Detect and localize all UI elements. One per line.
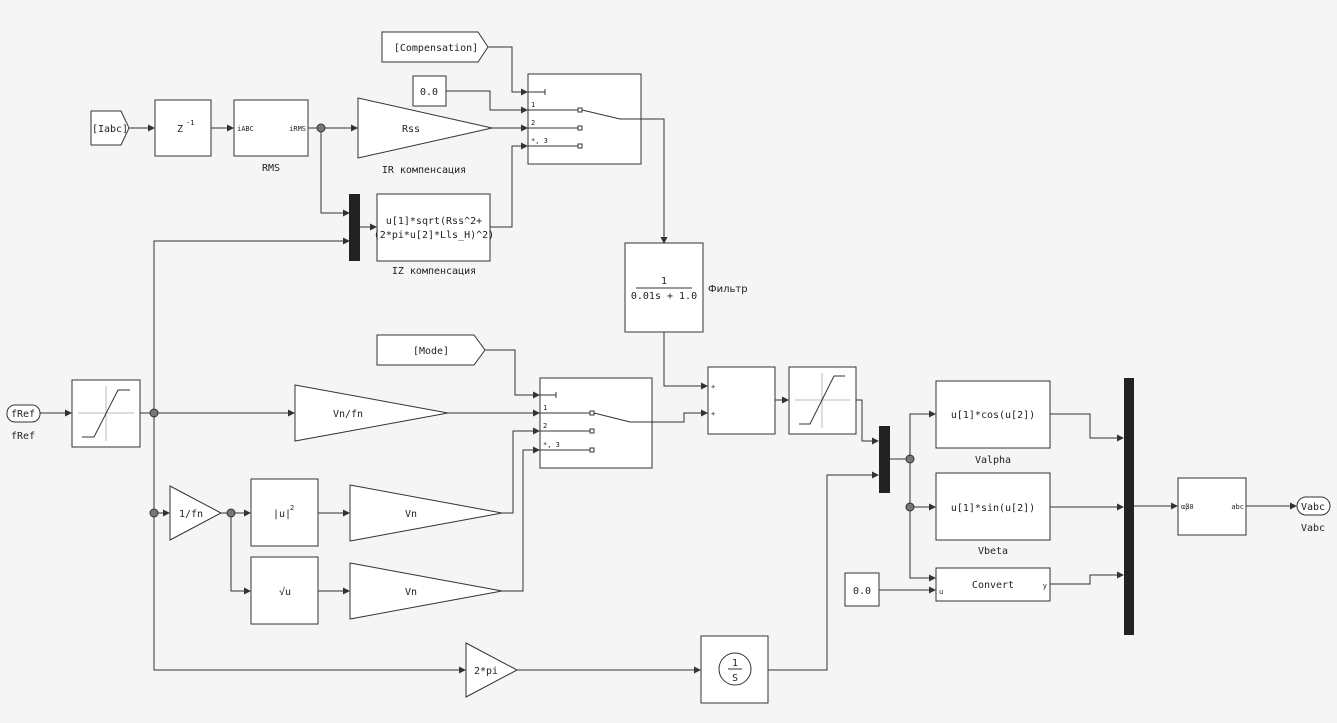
svg-text:1: 1 [732,658,738,669]
svg-text:y: y [1043,582,1047,590]
svg-text:(2*pi*u[2]*Lls_H)^2): (2*pi*u[2]*Lls_H)^2) [374,230,494,241]
inv-fn-gain-block[interactable]: 1/fn [169,485,223,541]
svg-text:2: 2 [531,119,535,127]
svg-text:Vabc: Vabc [1301,523,1325,534]
svg-text:IR компенсация: IR компенсация [382,165,466,176]
svg-text:0.0: 0.0 [853,586,871,597]
compensation-multiport-switch[interactable]: 1 2 *, 3 [527,73,642,165]
svg-text:2: 2 [543,422,547,430]
svg-text:0.0: 0.0 [420,87,438,98]
svg-text:RMS: RMS [262,163,280,174]
branch-point [149,408,159,418]
branch-point [905,454,915,464]
clarke-inverse-block[interactable]: αβ0 abc [1177,477,1247,536]
convert-block[interactable]: Convert u y [935,567,1051,602]
vabc-outport[interactable]: Vabc Vabc [1296,496,1331,534]
svg-text:Vn/fn: Vn/fn [333,409,363,420]
svg-text:|u|: |u| [273,509,291,520]
svg-text:2: 2 [290,504,294,512]
svg-text:iRMS: iRMS [289,125,306,133]
svg-text:u[1]*sqrt(Rss^2+: u[1]*sqrt(Rss^2+ [386,216,482,227]
vn-gain-block-2[interactable]: Vn [349,562,503,620]
svg-text:S: S [732,673,738,684]
svg-text:fRef: fRef [11,431,35,442]
svg-text:Z: Z [177,124,183,135]
svg-text:1: 1 [531,101,535,109]
svg-text:Valpha: Valpha [975,455,1011,466]
svg-text:-1: -1 [186,119,194,127]
constant-block-1[interactable]: 0.0 [412,75,447,107]
saturation-block-2[interactable] [788,366,857,435]
svg-text:Rss: Rss [402,124,420,135]
svg-text:+: + [711,383,715,391]
branch-point [226,508,236,518]
svg-text:iABC: iABC [237,125,254,133]
svg-text:1: 1 [543,404,547,412]
svg-text:u[1]*cos(u[2]): u[1]*cos(u[2]) [951,410,1035,421]
svg-text:1/fn: 1/fn [179,509,203,520]
svg-text:αβ0: αβ0 [1181,503,1194,511]
svg-text:abc: abc [1231,503,1244,511]
iz-fcn-block[interactable]: u[1]*sqrt(Rss^2+ (2*pi*u[2]*Lls_H)^2) IZ… [374,193,494,277]
svg-text:Vn: Vn [405,509,417,520]
svg-text:[Compensation]: [Compensation] [394,43,478,54]
svg-text:Convert: Convert [972,580,1014,591]
svg-text:2*pi: 2*pi [474,666,498,677]
svg-text:*, 3: *, 3 [543,441,560,449]
svg-text:u[1]*sin(u[2]): u[1]*sin(u[2]) [951,503,1035,514]
from-mode-block[interactable]: [Mode] [376,334,486,366]
svg-text:√u: √u [279,586,291,598]
rms-block[interactable]: iABC iRMS RMS [233,99,309,174]
svg-text:Vn: Vn [405,587,417,598]
constant-block-2[interactable]: 0.0 [844,572,880,607]
svg-text:1: 1 [661,276,667,287]
branch-point [316,123,326,133]
svg-text:Vbeta: Vbeta [978,546,1008,557]
branch-point [905,502,915,512]
svg-text:0.01s + 1.0: 0.01s + 1.0 [631,291,697,302]
signal-lines [40,46,1297,674]
fref-inport[interactable]: fRef fRef [6,404,41,442]
mux-block-iz[interactable] [349,194,360,261]
integrator-block[interactable]: 1 S [700,635,769,704]
abs-square-block[interactable]: |u| 2 [250,478,319,547]
svg-text:[Mode]: [Mode] [413,346,449,357]
valpha-fcn-block[interactable]: u[1]*cos(u[2]) Valpha [935,380,1051,466]
mode-multiport-switch[interactable]: 1 2 *, 3 [539,377,653,469]
sum-block[interactable]: + + [707,366,776,435]
two-pi-gain-block[interactable]: 2*pi [465,642,519,698]
from-compensation-block[interactable]: [Compensation] [381,31,489,63]
from-iabc-block[interactable]: [Iabc] [90,110,130,146]
svg-text:IZ компенсация: IZ компенсация [392,266,476,277]
svg-text:Vabc: Vabc [1301,502,1325,513]
svg-text:u: u [939,588,943,596]
sqrt-block[interactable]: √u [250,556,319,625]
svg-text:fRef: fRef [11,409,35,420]
unit-delay-block[interactable]: Z -1 [154,99,212,157]
vbeta-fcn-block[interactable]: u[1]*sin(u[2]) Vbeta [935,472,1051,557]
rss-gain-block[interactable]: Rss IR компенсация [357,97,493,176]
mux-block-abc[interactable] [1124,378,1134,635]
svg-text:Фильтр: Фильтр [708,284,748,295]
mux-block-theta[interactable] [879,426,890,493]
svg-text:[Iabc]: [Iabc] [92,124,128,135]
svg-text:+: + [711,410,715,418]
branch-point [149,508,159,518]
vn-fn-gain-block[interactable]: Vn/fn [294,384,449,442]
filter-transfer-fcn-block[interactable]: 1 0.01s + 1.0 Фильтр [624,242,748,333]
svg-text:*, 3: *, 3 [531,137,548,145]
vn-gain-block-1[interactable]: Vn [349,484,503,542]
saturation-block-1[interactable] [71,379,141,448]
